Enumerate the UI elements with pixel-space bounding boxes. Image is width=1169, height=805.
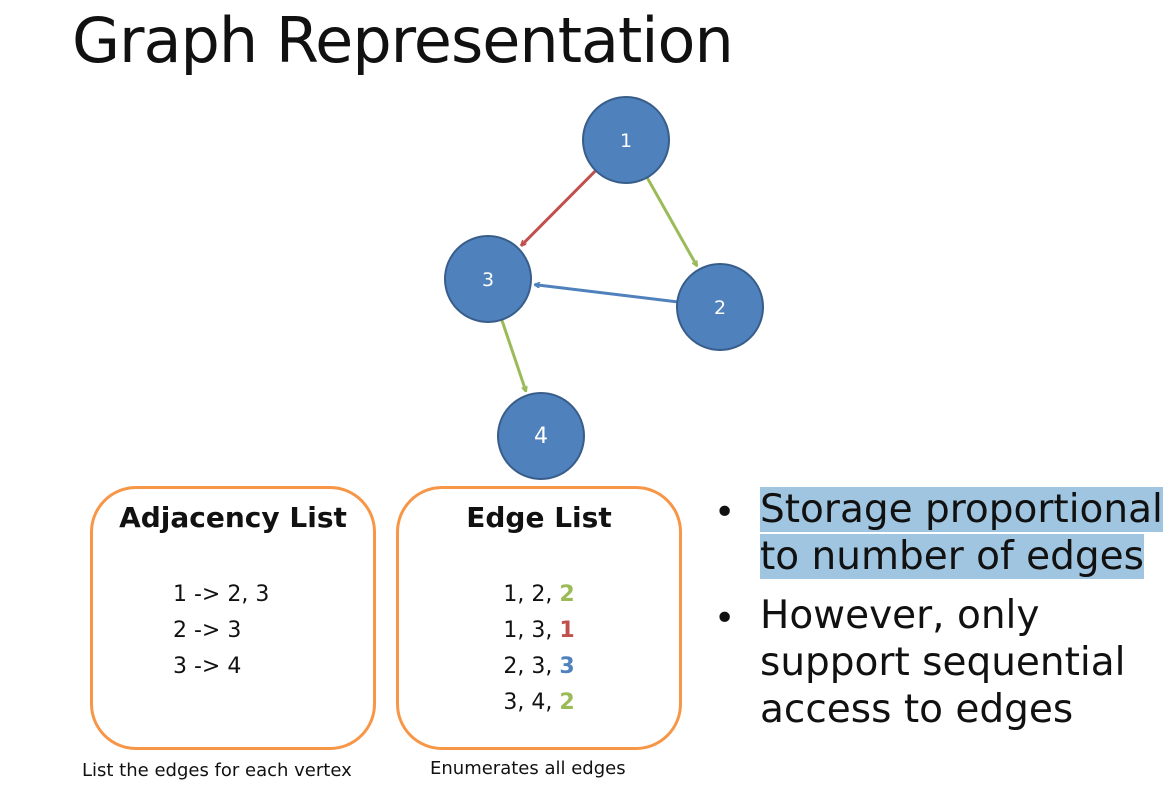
- edge-weight: 2: [559, 582, 575, 607]
- edge-list-caption: Enumerates all edges: [430, 758, 626, 779]
- bullet-item: • However, only support sequential acces…: [708, 592, 1163, 733]
- slide-title: Graph Representation: [72, 4, 734, 77]
- edge-weight: 2: [559, 690, 575, 715]
- edge-row: 1, 2, 2: [399, 577, 679, 613]
- adjacency-line: 3 -> 4: [173, 654, 242, 679]
- adjacency-line: 2 -> 3: [173, 618, 242, 643]
- edge-list-title: Edge List: [466, 501, 612, 534]
- edge-endpoints: 2, 3,: [503, 654, 560, 679]
- bullet-text: However, only support sequential access …: [760, 593, 1126, 732]
- node-1: 1: [582, 96, 670, 184]
- bullet-list: • Storage proportional to number of edge…: [708, 486, 1163, 745]
- edge-endpoints: 3, 4,: [503, 690, 560, 715]
- edge-weight: 3: [559, 654, 575, 679]
- adjacency-list-caption: List the edges for each vertex: [82, 760, 352, 781]
- edge-2-3: [535, 285, 678, 304]
- node-label: 1: [620, 130, 632, 152]
- node-label: 4: [534, 424, 548, 449]
- node-circle: [676, 263, 764, 351]
- edge-endpoints: 1, 2,: [503, 582, 560, 607]
- bullet-text: Storage proportional to number of edges: [760, 487, 1163, 579]
- adjacency-line: 1 -> 2, 3: [173, 582, 270, 607]
- node-4: 4: [497, 392, 585, 480]
- edge-3-4: [500, 319, 526, 392]
- edge-list-rows: 1, 2, 2 1, 3, 1 2, 3, 3 3, 4, 2: [399, 577, 679, 721]
- adjacency-list-lines: 1 -> 2, 3 2 -> 3 3 -> 4: [173, 577, 269, 685]
- edge-1-2: [645, 176, 699, 266]
- node-2: 2: [676, 263, 764, 351]
- adjacency-list-box: Adjacency List 1 -> 2, 3 2 -> 3 3 -> 4: [90, 486, 376, 750]
- edge-row: 2, 3, 3: [399, 649, 679, 685]
- edge-row: 1, 3, 1: [399, 613, 679, 649]
- bullet-dot-icon: •: [714, 492, 736, 533]
- bullet-item: • Storage proportional to number of edge…: [708, 486, 1163, 580]
- edge-1-3: [521, 169, 597, 246]
- bullet-dot-icon: •: [714, 598, 736, 639]
- node-circle: [444, 235, 532, 323]
- edge-endpoints: 1, 3,: [503, 618, 560, 643]
- edge-row: 3, 4, 2: [399, 685, 679, 721]
- node-circle: [497, 392, 585, 480]
- adjacency-list-title: Adjacency List: [119, 501, 347, 534]
- node-3: 3: [444, 235, 532, 323]
- edge-list-box: Edge List 1, 2, 2 1, 3, 1 2, 3, 3 3, 4, …: [396, 486, 682, 750]
- node-circle: [582, 96, 670, 184]
- edge-weight: 1: [559, 618, 575, 643]
- node-label: 2: [714, 297, 726, 319]
- node-label: 3: [482, 269, 494, 291]
